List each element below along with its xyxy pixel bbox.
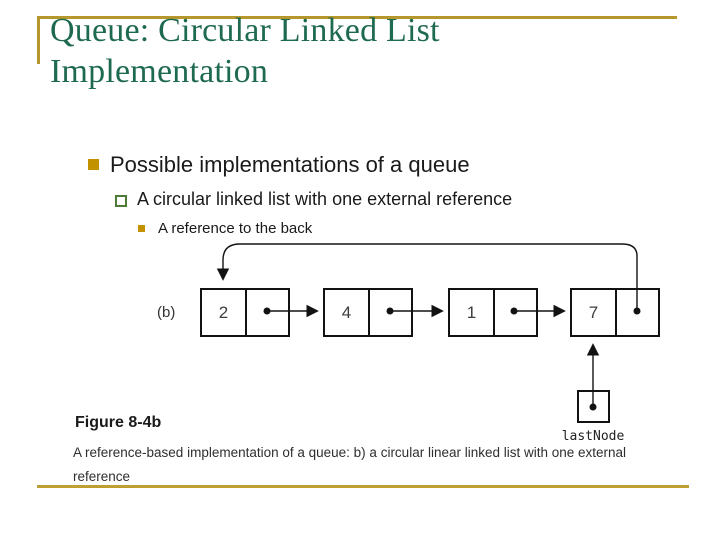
node-value: 4 (325, 290, 370, 335)
list-node: 2 (200, 288, 290, 337)
node-pointer-cell (495, 290, 536, 335)
node-value: 7 (572, 290, 617, 335)
node-value: 1 (450, 290, 495, 335)
figure-caption: A reference-based implementation of a qu… (73, 445, 627, 484)
node-value: 2 (202, 290, 247, 335)
list-node: 7 (570, 288, 660, 337)
bullet-level1: Possible implementations of a queue (88, 151, 470, 178)
last-node-reference-box (577, 390, 610, 423)
node-pointer-cell (370, 290, 411, 335)
bullet-level3: A reference to the back (138, 219, 312, 238)
bullet-level1-text: Possible implementations of a queue (110, 152, 470, 177)
last-node-label: lastNode (561, 429, 625, 444)
top-gold-rule (37, 16, 677, 19)
bullet-level3-text: A reference to the back (158, 220, 313, 237)
bullet-square-icon (138, 225, 145, 232)
slide-title: Queue: Circular Linked List Implementati… (50, 12, 440, 90)
left-gold-rule (37, 16, 40, 64)
node-pointer-cell (617, 290, 658, 335)
bottom-gold-rule (37, 485, 689, 488)
list-node: 1 (448, 288, 538, 337)
node-pointer-cell (247, 290, 288, 335)
bullet-hollow-square-icon (115, 195, 127, 207)
list-node: 4 (323, 288, 413, 337)
bullet-square-icon (88, 159, 99, 170)
figure-label: Figure 8-4b (75, 414, 162, 431)
bullet-level2-text: A circular linked list with one external… (137, 189, 513, 209)
bullet-level2: A circular linked list with one external… (115, 188, 512, 210)
diagram-part-label: (b) (157, 304, 176, 321)
